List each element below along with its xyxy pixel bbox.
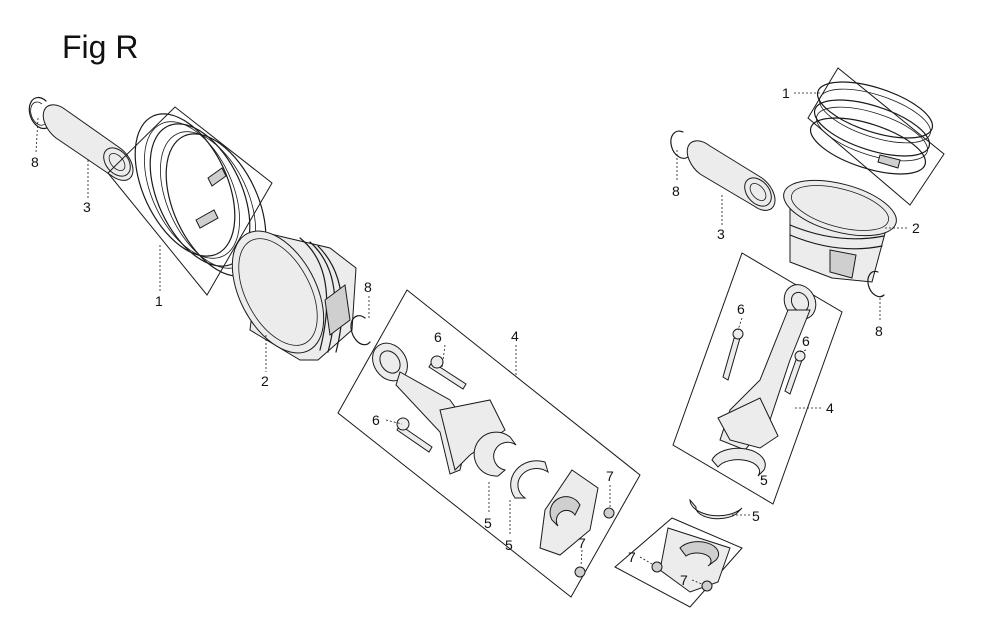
callout-right-rod-assy: 4	[826, 400, 834, 416]
right-snap-ring	[670, 130, 690, 159]
callout-left-nut-top: 7	[606, 468, 614, 484]
callout-right-rings: 1	[782, 85, 790, 101]
callout-right-snap-ring-2: 8	[875, 323, 883, 339]
callout-right-snap-ring: 8	[672, 183, 680, 199]
right-rod-cap	[614, 517, 743, 608]
left-snap-ring-2	[350, 315, 371, 346]
callout-left-rings: 1	[155, 293, 163, 309]
callout-right-pin: 3	[717, 226, 725, 242]
left-piston-pin	[42, 104, 134, 181]
left-piston	[231, 230, 357, 361]
right-piston-pin	[686, 140, 776, 211]
callout-left-rod-assy: 4	[511, 328, 519, 344]
callout-numbers: 8 3 1 2 8 4 6 6 5 5 7 7 1 8 3 2 8 6 6 4 …	[31, 85, 920, 588]
callout-left-nut-bottom: 7	[578, 535, 586, 551]
right-bearing-lower	[689, 498, 743, 520]
callout-right-bearing-b: 5	[752, 508, 760, 524]
callout-right-bolt-left: 6	[737, 301, 745, 317]
right-bearing-upper	[711, 447, 766, 477]
callout-left-snap-ring-2: 8	[364, 279, 372, 295]
callout-right-piston: 2	[912, 220, 920, 236]
callout-left-snap-ring: 8	[31, 154, 39, 170]
callout-left-bearing-b: 5	[505, 537, 513, 553]
left-snap-ring	[28, 96, 52, 130]
callout-right-bearing-a: 5	[760, 472, 768, 488]
right-piston	[783, 179, 897, 283]
leader-lines	[35, 92, 908, 585]
callout-left-bearing-a: 5	[484, 515, 492, 531]
right-connecting-rod-assembly	[672, 252, 843, 505]
callout-left-bolt-bottom: 6	[372, 412, 380, 428]
figure-title: Fig R	[62, 29, 138, 65]
callout-right-bolt-right: 6	[802, 333, 810, 349]
callout-left-bolt-top: 6	[434, 329, 442, 345]
callout-left-pin: 3	[83, 199, 91, 215]
callout-right-nut-left: 7	[628, 549, 636, 565]
callout-left-piston: 2	[261, 373, 269, 389]
right-snap-ring-2	[867, 270, 885, 298]
right-ring-set	[807, 67, 945, 206]
callout-right-nut-bottom: 7	[680, 572, 688, 588]
left-connecting-rod-assembly	[337, 289, 641, 598]
